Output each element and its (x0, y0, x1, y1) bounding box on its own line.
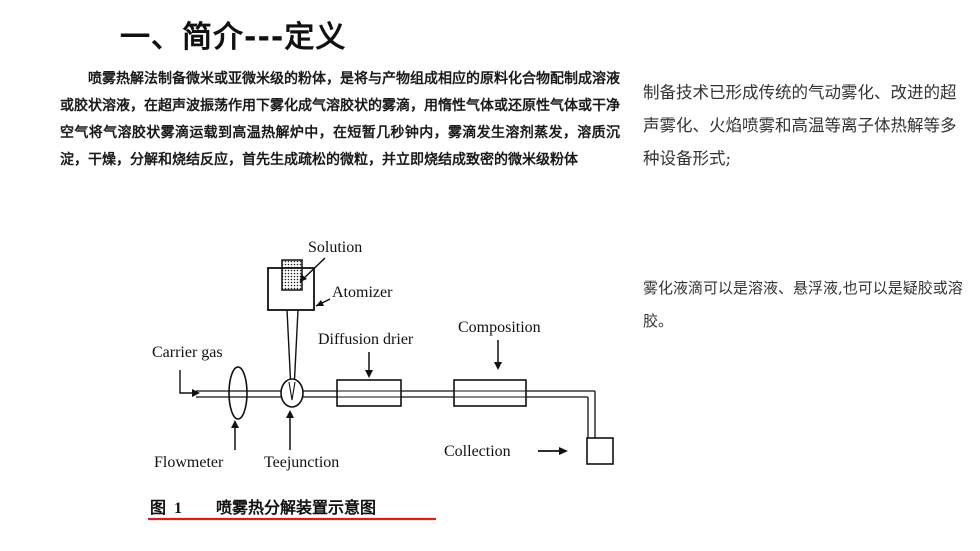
solution-container (281, 259, 303, 291)
label-atomizer: Atomizer (332, 284, 393, 301)
label-solution: Solution (308, 239, 362, 256)
arrowhead-carrier-gas (192, 389, 200, 397)
arrowhead-teejunction (286, 410, 294, 418)
arrowhead-diffusion-drier (365, 370, 373, 378)
definition-paragraph: 喷雾热解法制备微米或亚微米级的粉体，是将与产物组成相应的原料化合物配制成溶液或胶… (60, 71, 620, 168)
flowmeter (228, 366, 248, 420)
carrier-gas-inlet (179, 370, 196, 394)
diffusion-drier (336, 379, 402, 407)
atomizer-box (267, 267, 315, 311)
arrowhead-solution (300, 274, 307, 282)
side-note-equipment-forms: 制备技术已形成传统的气动雾化、改进的超声雾化、火焰喷雾和高温等离子体热解等多种设… (643, 83, 957, 168)
side-note-droplet-types: 雾化液滴可以是溶液、悬浮液,也可以是疑胶或溶胶。 (643, 279, 963, 330)
label-composition: Composition (458, 319, 541, 336)
nozzle-spray (288, 381, 296, 401)
label-teejunction: Teejunction (264, 454, 339, 471)
spray-pyrolysis-diagram: Solution Atomizer Carrier gas Diffusion … (148, 239, 614, 521)
label-collection: Collection (444, 443, 511, 460)
figure-number: 图 1 (150, 499, 182, 517)
arrowhead-atomizer (316, 300, 324, 306)
arrowhead-composition (494, 362, 502, 370)
atomizer-nozzle (286, 309, 299, 391)
label-diffusion-drier: Diffusion drier (318, 331, 414, 348)
figure-caption: 喷雾热分解装置示意图 (216, 498, 376, 517)
teejunction (280, 378, 304, 408)
arrowhead-flowmeter (231, 420, 239, 428)
collection-vessel (586, 437, 614, 465)
composition-furnace (453, 379, 527, 407)
label-carrier-gas: Carrier gas (152, 344, 223, 361)
page-title: 一、简介---定义 (120, 20, 347, 55)
arrowhead-collection (559, 447, 568, 455)
label-flowmeter: Flowmeter (154, 454, 224, 471)
